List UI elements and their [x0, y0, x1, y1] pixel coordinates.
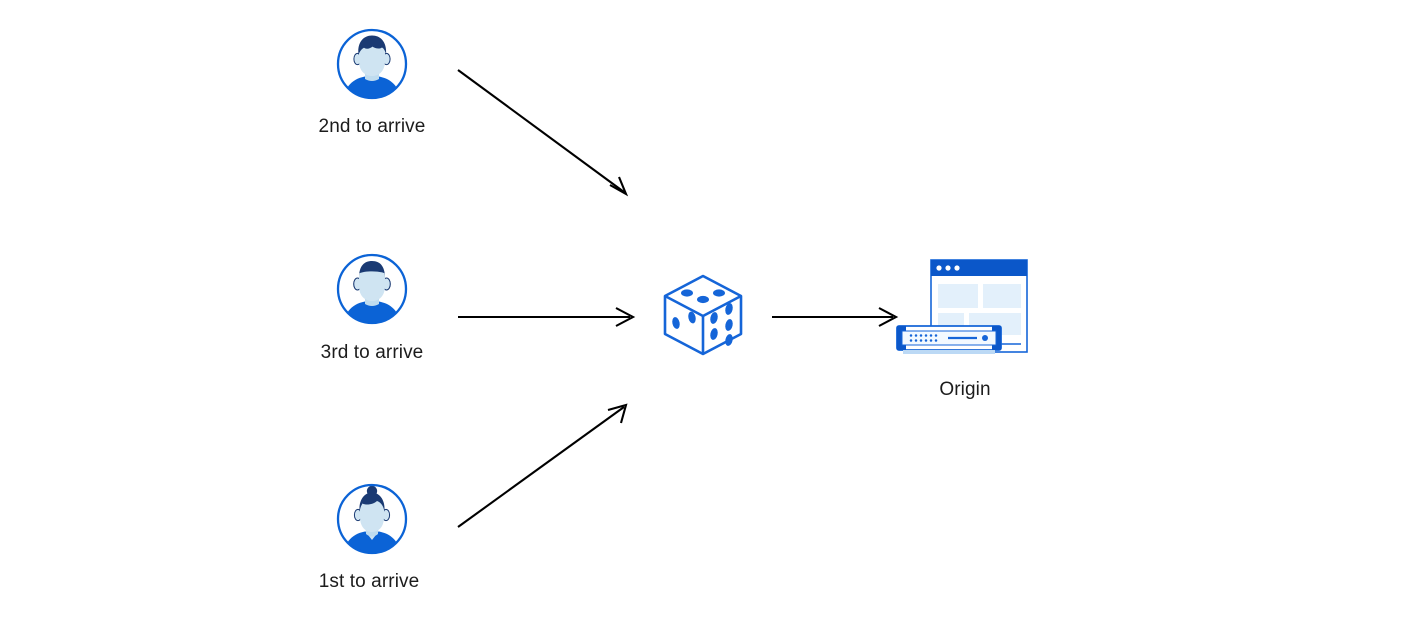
arrow-client-3rd-to-dice	[458, 307, 636, 327]
arrow-dice-to-origin	[772, 307, 899, 327]
origin-node[interactable]	[893, 256, 1033, 356]
server-device-icon	[896, 325, 1002, 354]
client-avatar-1st[interactable]	[335, 482, 409, 556]
origin-label: Origin	[939, 379, 991, 400]
user-avatar-icon	[336, 483, 408, 555]
random-dice-node[interactable]	[657, 268, 749, 360]
user-avatar-icon	[336, 253, 408, 325]
user-avatar-icon	[336, 28, 408, 100]
client-label-3rd: 3rd to arrive	[320, 342, 424, 363]
arrow-client-2nd-to-dice	[457, 69, 629, 197]
arrow-client-1st-to-dice	[457, 403, 628, 528]
server-browser-icon	[896, 259, 1028, 354]
dice-icon	[663, 274, 743, 356]
client-avatar-2nd[interactable]	[335, 27, 409, 101]
client-label-1st: 1st to arrive	[318, 571, 420, 592]
client-avatar-3rd[interactable]	[335, 252, 409, 326]
client-label-2nd: 2nd to arrive	[318, 116, 426, 137]
